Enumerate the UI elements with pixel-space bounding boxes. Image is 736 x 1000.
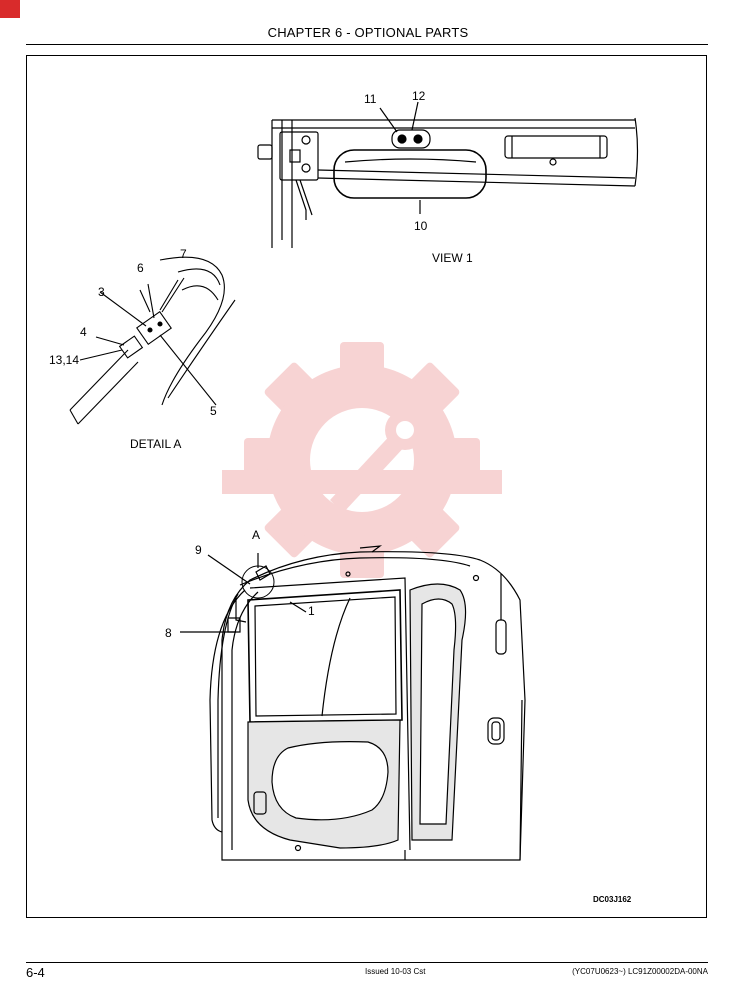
callout-1: 1: [308, 604, 315, 618]
detail-a-title: DETAIL A: [130, 437, 182, 451]
view1-drawing: [257, 101, 639, 248]
callout-4: 4: [80, 325, 87, 339]
header-rule: [26, 44, 708, 45]
figure-frame: [26, 55, 707, 918]
view1-title: VIEW 1: [432, 251, 473, 265]
watermark-gear-icon: [222, 342, 502, 578]
page-number: 6-4: [26, 965, 45, 980]
callout-5: 5: [210, 404, 217, 418]
footer-rule: [26, 962, 708, 963]
callout-13-14: 13,14: [49, 353, 80, 367]
callout-10: 10: [414, 219, 428, 233]
corner-mark-icon: [0, 0, 20, 18]
callout-11: 11: [364, 92, 377, 106]
callout-6: 6: [137, 261, 144, 275]
callout-3: 3: [98, 285, 105, 299]
cab-door-drawing: [180, 545, 526, 861]
callout-9: 9: [195, 543, 202, 557]
callout-12: 12: [412, 89, 426, 103]
detail-a-drawing: [69, 256, 236, 425]
callout-7: 7: [180, 247, 187, 261]
callout-a: A: [252, 528, 261, 542]
issued-date: Issued 10-03 Cst: [365, 967, 426, 976]
chapter-header: CHAPTER 6 - OPTIONAL PARTS: [267, 25, 469, 40]
callout-8: 8: [165, 626, 172, 640]
drawing-id: DC03J162: [593, 895, 632, 904]
document-reference: (YC07U0623~) LC91Z00002DA-00NA: [572, 967, 708, 976]
